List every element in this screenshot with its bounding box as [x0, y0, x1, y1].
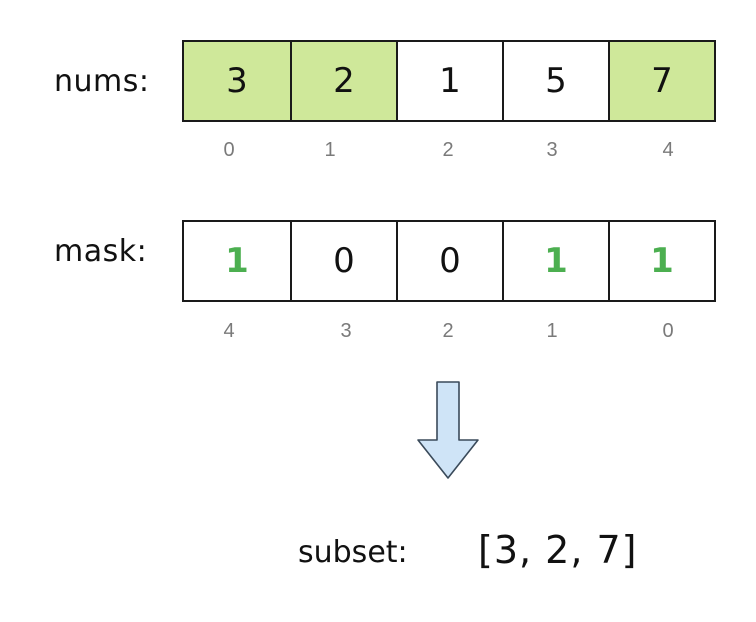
mask-indices: 4 3 2 1 0: [0, 320, 756, 346]
nums-cell-0: 3: [184, 42, 290, 120]
mask-index-4: 0: [662, 320, 674, 342]
nums-indices: 0 1 2 3 4: [0, 139, 756, 165]
nums-index-4: 4: [662, 139, 674, 161]
mask-index-0: 4: [223, 320, 235, 342]
nums-index-2: 2: [442, 139, 454, 161]
nums-label: nums:: [54, 64, 150, 99]
mask-cell-3: 1: [502, 222, 608, 300]
nums-cell-4: 7: [608, 42, 714, 120]
mask-label: mask:: [54, 234, 148, 269]
nums-cell-3: 5: [502, 42, 608, 120]
mask-cell-4: 1: [608, 222, 714, 300]
down-arrow-icon: [417, 381, 479, 479]
mask-index-1: 3: [340, 320, 352, 342]
subset-value: [3, 2, 7]: [478, 528, 638, 572]
mask-cell-2: 0: [396, 222, 502, 300]
subset-label: subset:: [298, 535, 408, 570]
nums-index-3: 3: [546, 139, 558, 161]
mask-array: 1 0 0 1 1: [182, 220, 716, 302]
nums-cell-1: 2: [290, 42, 396, 120]
mask-index-3: 1: [546, 320, 558, 342]
mask-cell-1: 0: [290, 222, 396, 300]
nums-cell-2: 1: [396, 42, 502, 120]
nums-index-1: 1: [324, 139, 336, 161]
nums-index-0: 0: [223, 139, 235, 161]
nums-array: 3 2 1 5 7: [182, 40, 716, 122]
mask-cell-0: 1: [225, 241, 249, 281]
mask-index-2: 2: [442, 320, 454, 342]
